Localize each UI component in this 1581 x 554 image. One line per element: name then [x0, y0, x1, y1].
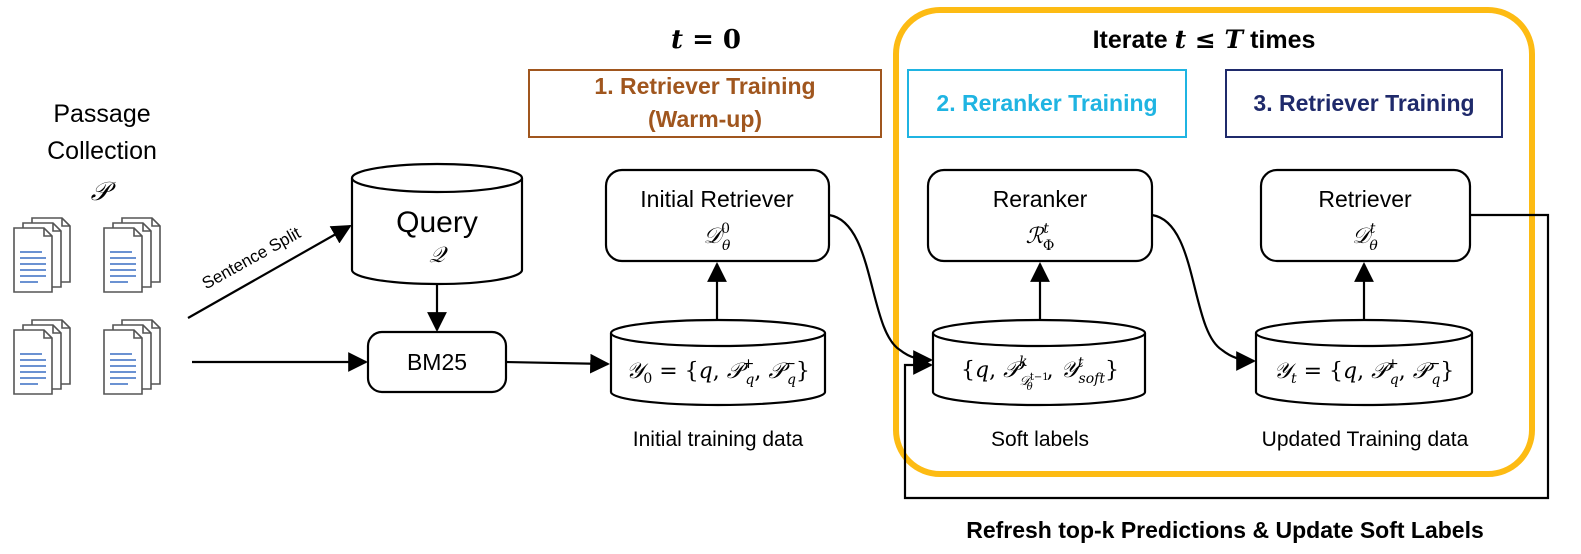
initial-training-data-cylinder: 𝒴0 = {q, 𝒫+q, 𝒫−q} — [609, 318, 827, 407]
soft-labels-caption: Soft labels — [991, 428, 1089, 451]
retriever-label: Retriever — [1318, 186, 1412, 212]
initial-data-formula: 𝒴0 = {q, 𝒫+q, 𝒫−q} — [626, 356, 810, 388]
stage3-title: 3. Retriever Training — [1253, 90, 1474, 116]
document-stack-icon — [13, 319, 71, 395]
query-cylinder: Query 𝒬 — [350, 162, 524, 286]
t0-header: t = 0 — [671, 25, 741, 55]
bm25-label: BM25 — [407, 349, 467, 375]
query-label: Query — [396, 206, 478, 239]
stage2-reranker-training: 2. Reranker Training — [907, 69, 1187, 138]
document-stack-icon — [103, 319, 161, 395]
initial-data-caption: Initial training data — [633, 428, 804, 451]
passage-collection: Passage Collection 𝒫 — [13, 100, 161, 395]
updated-training-data-cylinder: 𝒴t = {q, 𝒫+q, 𝒫−q} — [1254, 318, 1474, 407]
bm25-to-initial-data-edge — [505, 353, 610, 374]
document-stack-icon — [13, 217, 71, 293]
refresh-feedback-edge — [903, 213, 1550, 500]
stage1-title-line1: 1. Retriever Training — [594, 73, 815, 99]
document-stack-icon — [103, 217, 161, 293]
initial-retriever-label: Initial Retriever — [640, 186, 794, 212]
stage1-title-line2: (Warm-up) — [648, 106, 762, 132]
reranker-label: Reranker — [993, 186, 1088, 212]
stage1-retriever-warmup: 1. Retriever Training (Warm-up) — [528, 69, 882, 138]
iterate-header: Iterate t ≤ T times — [1093, 25, 1316, 54]
stage3-retriever-training: 3. Retriever Training — [1225, 69, 1503, 138]
iterate-frame — [893, 7, 1535, 477]
bm25-node: BM25 — [366, 330, 508, 394]
passage-symbol: 𝒫 — [91, 177, 117, 207]
passage-label-line1: Passage — [53, 100, 150, 128]
sentence-split-edge: Sentence Split — [187, 223, 352, 319]
initial-retriever-to-soft-labels-edge — [828, 213, 933, 370]
refresh-caption: Refresh top-k Predictions & Update Soft … — [966, 517, 1484, 543]
updated-data-formula: 𝒴t = {q, 𝒫+q, 𝒫−q} — [1274, 356, 1455, 388]
stage2-title: 2. Reranker Training — [936, 90, 1157, 116]
updated-data-caption: Updated Training data — [1262, 428, 1469, 451]
passage-label-line2: Collection — [47, 137, 157, 165]
query-symbol: 𝒬 — [429, 243, 448, 268]
reranker-to-updated-data-edge — [1151, 213, 1256, 371]
